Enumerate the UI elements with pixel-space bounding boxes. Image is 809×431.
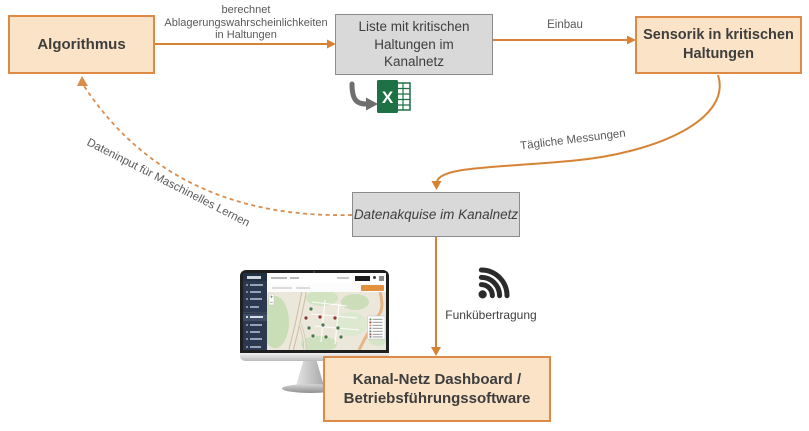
- excel-icon-letter: X: [382, 88, 394, 107]
- topbar-breadcrumb-skeleton: [290, 277, 299, 279]
- topbar-right-icon: [379, 275, 384, 281]
- topbar-breadcrumb-skeleton: [271, 277, 287, 279]
- node-liste-line1: Liste mit kritischen: [358, 19, 470, 35]
- node-dashboard-line2: Betriebsführungssoftware: [343, 390, 531, 407]
- map-marker: [303, 315, 309, 321]
- node-liste-line3: Kanalnetz: [383, 54, 445, 70]
- topbar-icon: [373, 276, 376, 279]
- dashboard-filterbar: [267, 283, 386, 292]
- sidebar-menu-item-active: [243, 313, 267, 321]
- arrow-algorithmus-to-liste: [155, 39, 336, 49]
- sidebar-menu-item: [243, 328, 267, 335]
- filterbar-text-skeleton: [272, 286, 292, 289]
- monitor-stand-base: [282, 384, 339, 393]
- dashboard-sidebar: [243, 273, 267, 350]
- node-dashboard-line1: Kanal-Netz Dashboard /: [352, 370, 522, 388]
- map-markers: [303, 306, 344, 340]
- topbar-text-skeleton: [337, 277, 349, 279]
- map-marker: [306, 325, 312, 331]
- sidebar-menu-item: [243, 336, 267, 343]
- sidebar-divider: [243, 311, 267, 313]
- sidebar-menu-item: [243, 281, 267, 288]
- node-datenakquise-label: Datenakquise im Kanalnetz: [353, 206, 519, 222]
- monitor-camera-dot: [313, 271, 315, 273]
- node-algorithmus-label: Algorithmus: [37, 35, 126, 53]
- excel-icon: X: [377, 80, 411, 113]
- map-marker: [335, 325, 341, 331]
- node-liste-line2: Haltungen im: [374, 36, 454, 52]
- map-marker: [310, 333, 316, 339]
- edge-label-berechnet-line1: berechnet: [221, 4, 271, 16]
- map-graphic: [261, 290, 386, 350]
- sidebar-menu-item: [243, 288, 267, 295]
- map-legend-panel: [367, 315, 386, 340]
- dashboard-screen: [243, 273, 386, 350]
- edge-label-berechnet-line2: Ablagerungswahrscheinlichkeiten: [164, 16, 328, 29]
- map-marker: [317, 314, 323, 320]
- edge-label-einbau: Einbau: [547, 19, 583, 31]
- map-marker: [332, 315, 338, 321]
- edge-label-funkuebertragung: Funkübertragung: [445, 308, 537, 322]
- map-marker: [323, 334, 329, 340]
- arrow-liste-to-sensorik: [493, 35, 636, 45]
- filterbar-text-skeleton: [296, 286, 310, 289]
- edge-label-berechnet-line3: in Haltungen: [215, 29, 277, 41]
- node-sensorik: Sensorik in kritischen Haltungen: [635, 16, 802, 74]
- wifi-icon: [478, 267, 510, 299]
- map-zoom-control: [268, 293, 275, 306]
- node-liste-kritische-haltungen: Liste mit kritischen Haltungen im Kanaln…: [335, 14, 493, 75]
- dashboard-map: [261, 290, 386, 350]
- arrow-datenakquise-to-algorithmus-dashed: [77, 76, 353, 217]
- arrow-datenakquise-to-dashboard: [431, 237, 441, 356]
- sidebar-menu-item: [243, 343, 267, 350]
- arrow-sensorik-to-datenakquise: [431, 74, 721, 190]
- topbar-dark-badge: [355, 275, 370, 281]
- dashboard-orange-button: [361, 284, 384, 291]
- dashboard-logo: [243, 273, 267, 281]
- monitor-bottom-strip: [240, 353, 389, 361]
- sidebar-menu-item: [243, 296, 267, 303]
- curved-arrow-icon: [349, 81, 378, 111]
- sidebar-menu-item: [243, 303, 267, 310]
- map-marker: [338, 334, 344, 340]
- map-marker: [320, 322, 326, 328]
- map-marker: [308, 306, 314, 312]
- node-datenakquise: Datenakquise im Kanalnetz: [352, 192, 520, 237]
- node-dashboard: Kanal-Netz Dashboard / Betriebsführungss…: [323, 356, 551, 422]
- node-algorithmus: Algorithmus: [8, 15, 155, 74]
- sidebar-menu-item: [243, 321, 267, 328]
- node-sensorik-line1: Sensorik in kritischen: [643, 27, 794, 44]
- node-sensorik-line2: Haltungen: [683, 46, 754, 62]
- edge-label-berechnet: berechnet Ablagerungswahrscheinlichkeite…: [155, 4, 337, 42]
- map-orange-road: [357, 291, 384, 350]
